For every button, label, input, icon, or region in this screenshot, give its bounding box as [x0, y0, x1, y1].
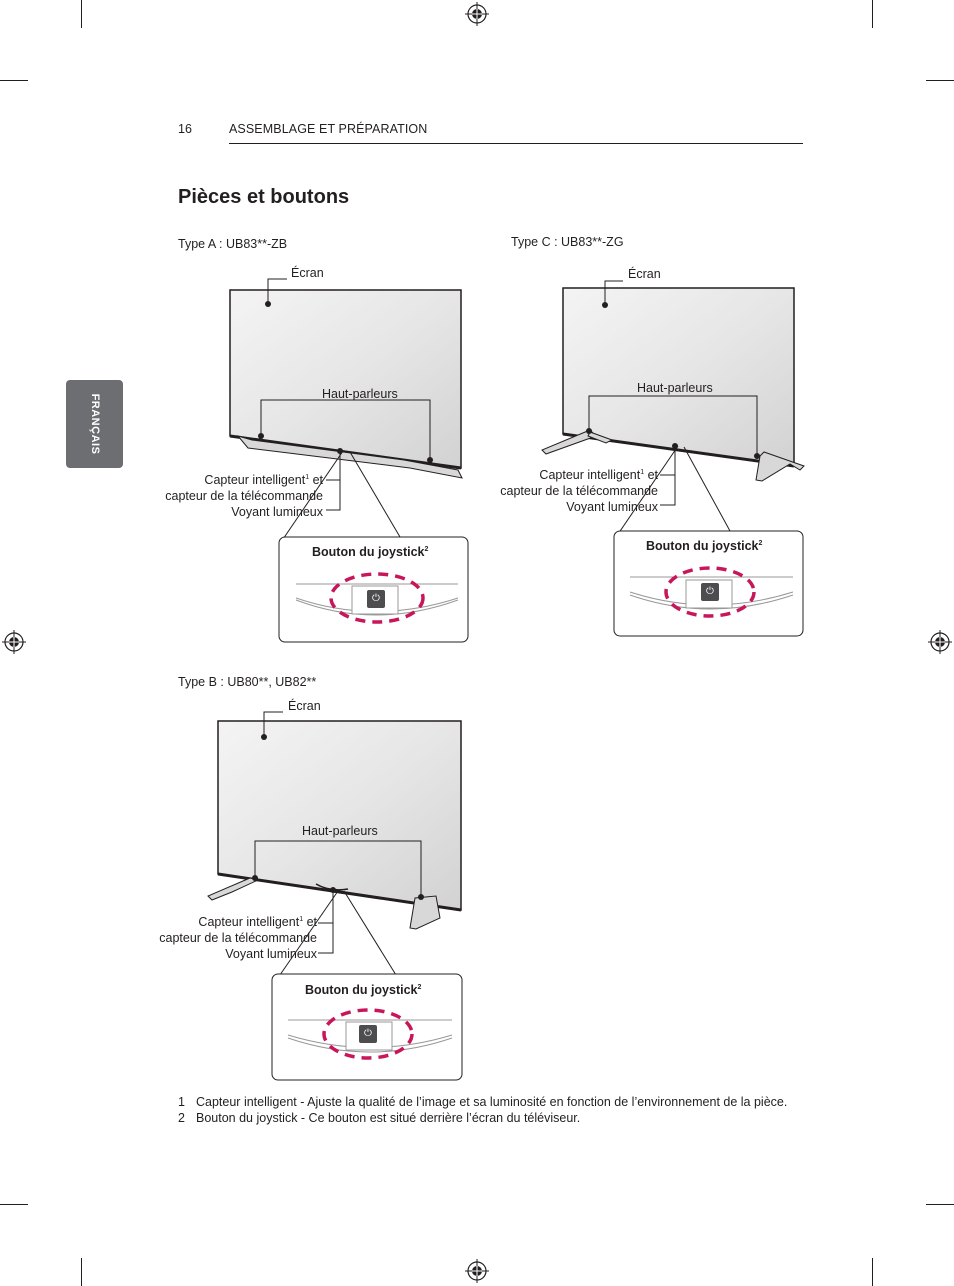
footnote-number: 2 — [178, 1111, 185, 1125]
sensor-label: Capteur intelligent1 et — [539, 468, 658, 482]
section-title: ASSEMBLAGE ET PRÉPARATION — [229, 122, 428, 136]
sensor-label: Capteur intelligent1 et — [198, 915, 317, 929]
indicator-label: Voyant lumineux — [225, 947, 317, 961]
footnote-text: Capteur intelligent - Ajuste la qualité … — [196, 1095, 788, 1109]
footnote: 2 Bouton du joystick - Ce bouton est sit… — [178, 1110, 787, 1126]
screen-label: Écran — [291, 266, 324, 280]
type-b-heading: Type B : UB80**, UB82** — [178, 675, 317, 689]
registration-mark-icon — [2, 630, 26, 654]
type-a-heading: Type A : UB83**-ZB — [178, 237, 288, 251]
crop-mark — [81, 0, 82, 28]
registration-mark-icon — [928, 630, 952, 654]
sensor-label: Capteur intelligent1 et — [204, 473, 323, 487]
type-c-heading: Type C : UB83**-ZG — [511, 235, 624, 249]
screen-label: Écran — [628, 267, 661, 281]
joystick-label: Bouton du joystick2 — [312, 545, 429, 559]
indicator-label: Voyant lumineux — [231, 505, 323, 519]
crop-mark — [0, 80, 28, 81]
page-title: Pièces et boutons — [178, 186, 350, 208]
footnote: 1 Capteur intelligent - Ajuste la qualit… — [178, 1094, 787, 1110]
crop-mark — [926, 1204, 954, 1205]
indicator-label: Voyant lumineux — [566, 500, 658, 514]
crop-mark — [872, 0, 873, 28]
registration-mark-icon — [465, 1259, 489, 1283]
language-tab-label: FRANÇAIS — [88, 393, 101, 455]
crop-mark — [872, 1258, 873, 1286]
joystick-label: Bouton du joystick2 — [305, 983, 422, 997]
sensor-label-line2: capteur de la télécommande — [165, 489, 323, 503]
page-number: 16 — [178, 122, 192, 136]
power-icon: ⏻ — [367, 590, 385, 608]
sensor-label-line2: capteur de la télécommande — [159, 931, 317, 945]
speakers-label: Haut-parleurs — [302, 824, 378, 838]
header-rule — [229, 143, 803, 144]
speakers-label: Haut-parleurs — [637, 381, 713, 395]
power-icon: ⏻ — [701, 583, 719, 601]
crop-mark — [926, 80, 954, 81]
footnote-number: 1 — [178, 1095, 185, 1109]
footnotes: 1 Capteur intelligent - Ajuste la qualit… — [178, 1094, 787, 1126]
sensor-label-line2: capteur de la télécommande — [500, 484, 658, 498]
registration-mark-icon — [465, 2, 489, 26]
crop-mark — [81, 1258, 82, 1286]
crop-mark — [0, 1204, 28, 1205]
joystick-label: Bouton du joystick2 — [646, 539, 763, 553]
language-tab: FRANÇAIS — [66, 380, 123, 468]
speakers-label: Haut-parleurs — [322, 387, 398, 401]
footnote-text: Bouton du joystick - Ce bouton est situé… — [196, 1111, 581, 1125]
power-icon: ⏻ — [359, 1025, 377, 1043]
screen-label: Écran — [288, 699, 321, 713]
